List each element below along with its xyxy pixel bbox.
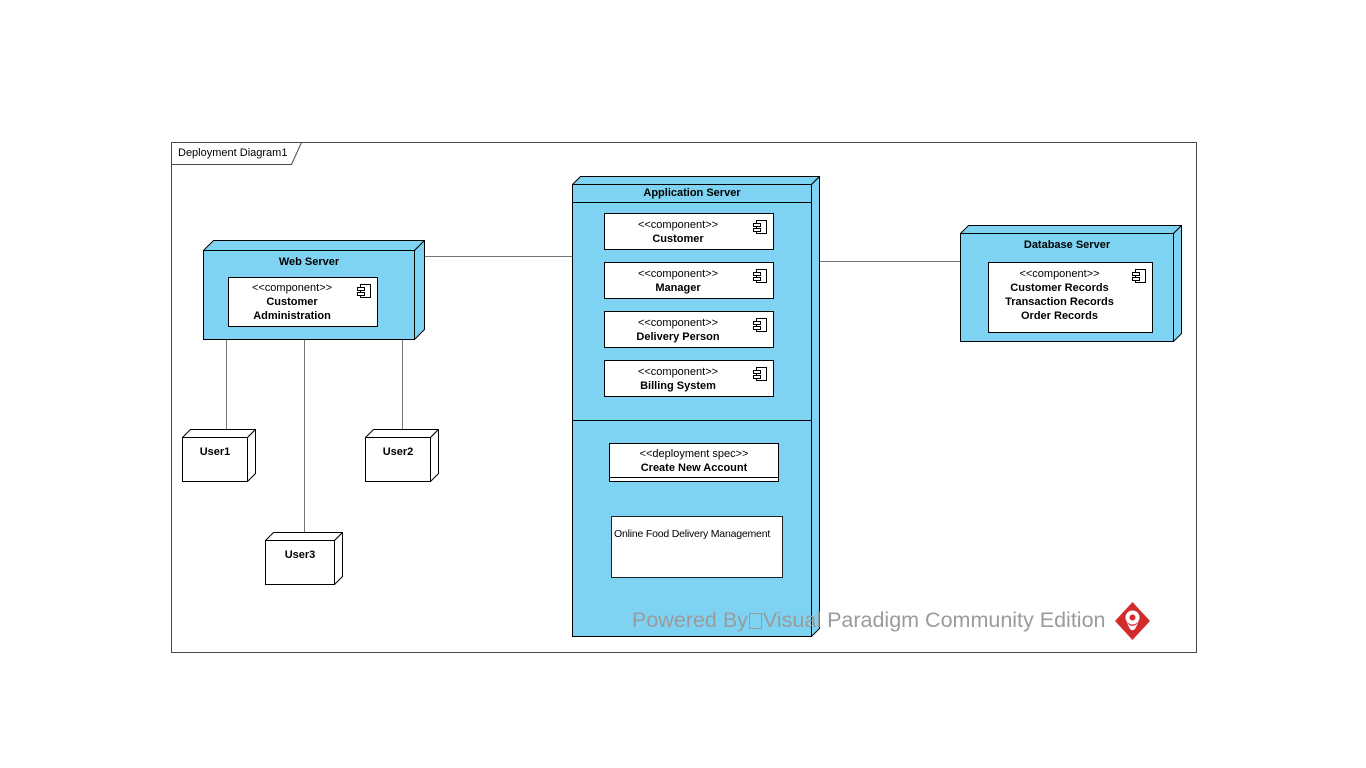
- deployment-spec-empty-compartment: [610, 478, 778, 486]
- node-web-server: Web Server <<component>> Customer Admini…: [203, 240, 425, 340]
- node-3d-box: [365, 429, 439, 482]
- stereotype-label: <<component>>: [251, 282, 333, 294]
- stereotype-label: <<component>>: [637, 366, 719, 378]
- missing-glyph-box: [748, 613, 762, 629]
- component-icon: [753, 318, 767, 332]
- web-server-title: Web Server: [278, 256, 340, 268]
- watermark-text-before: Powered By: [632, 608, 748, 632]
- node-3d-box: [182, 429, 256, 482]
- component-customer-administration: <<component>> Customer Administration: [228, 277, 378, 327]
- connector-webserver-appserver: [424, 256, 572, 257]
- deployment-spec-name: Create New Account: [640, 462, 748, 474]
- node-user2: User2: [365, 429, 439, 482]
- user1-label: User1: [199, 446, 231, 458]
- watermark-text-after: Visual Paradigm Community Edition: [762, 608, 1106, 632]
- component-name: Customer: [266, 296, 318, 308]
- visual-paradigm-logo-icon: [1115, 602, 1151, 640]
- component-name: Customer Records: [1010, 282, 1109, 294]
- diagram-frame: [171, 142, 1197, 653]
- node-application-server: Application Server <<component>> Custome…: [572, 176, 820, 637]
- component-manager: <<component>> Manager: [604, 262, 774, 299]
- component-delivery-person: <<component>> Delivery Person: [604, 311, 774, 348]
- component-name: Order Records: [1020, 310, 1099, 322]
- component-icon: [1132, 269, 1146, 283]
- user3-label: User3: [284, 549, 316, 561]
- connector-appserver-dbserver: [818, 261, 960, 262]
- stereotype-label: <<component>>: [637, 219, 719, 231]
- component-records: <<component>> Customer Records Transacti…: [988, 262, 1153, 333]
- database-server-title: Database Server: [1023, 239, 1111, 251]
- node-user1: User1: [182, 429, 256, 482]
- component-icon: [753, 220, 767, 234]
- node-database-server: Database Server <<component>> Customer R…: [960, 225, 1182, 342]
- user2-label: User2: [382, 446, 414, 458]
- compartment-divider: [572, 420, 812, 421]
- deployment-spec-create-new-account: <<deployment spec>> Create New Account: [609, 443, 779, 482]
- connector-webserver-user2: [402, 339, 403, 435]
- stereotype-label: <<component>>: [1019, 268, 1100, 280]
- frame-tab: [171, 142, 303, 165]
- artifact-online-food-delivery-management: Online Food Delivery Management: [611, 516, 783, 578]
- connector-webserver-user1: [226, 339, 227, 435]
- component-name: Manager: [655, 282, 701, 294]
- stereotype-label: <<component>>: [637, 317, 719, 329]
- component-name: Billing System: [640, 380, 716, 392]
- node-3d-box: [265, 532, 343, 585]
- component-customer: <<component>> Customer: [604, 213, 774, 250]
- connector-webserver-user3: [304, 339, 305, 537]
- frame-title: Deployment Diagram1: [178, 147, 288, 159]
- component-name: Transaction Records: [1005, 296, 1114, 308]
- node-user3: User3: [265, 532, 343, 585]
- stereotype-label: <<component>>: [637, 268, 719, 280]
- component-name: Customer: [652, 233, 704, 245]
- application-server-title: Application Server: [572, 184, 812, 203]
- component-billing-system: <<component>> Billing System: [604, 360, 774, 397]
- artifact-label: Online Food Delivery Management: [614, 528, 771, 540]
- component-name: Administration: [253, 310, 331, 322]
- component-name: Delivery Person: [636, 331, 720, 343]
- watermark: Powered By Visual Paradigm Community Edi…: [632, 599, 1151, 641]
- component-icon: [753, 269, 767, 283]
- component-icon: [753, 367, 767, 381]
- stereotype-label: <<deployment spec>>: [639, 448, 749, 460]
- component-icon: [357, 284, 371, 298]
